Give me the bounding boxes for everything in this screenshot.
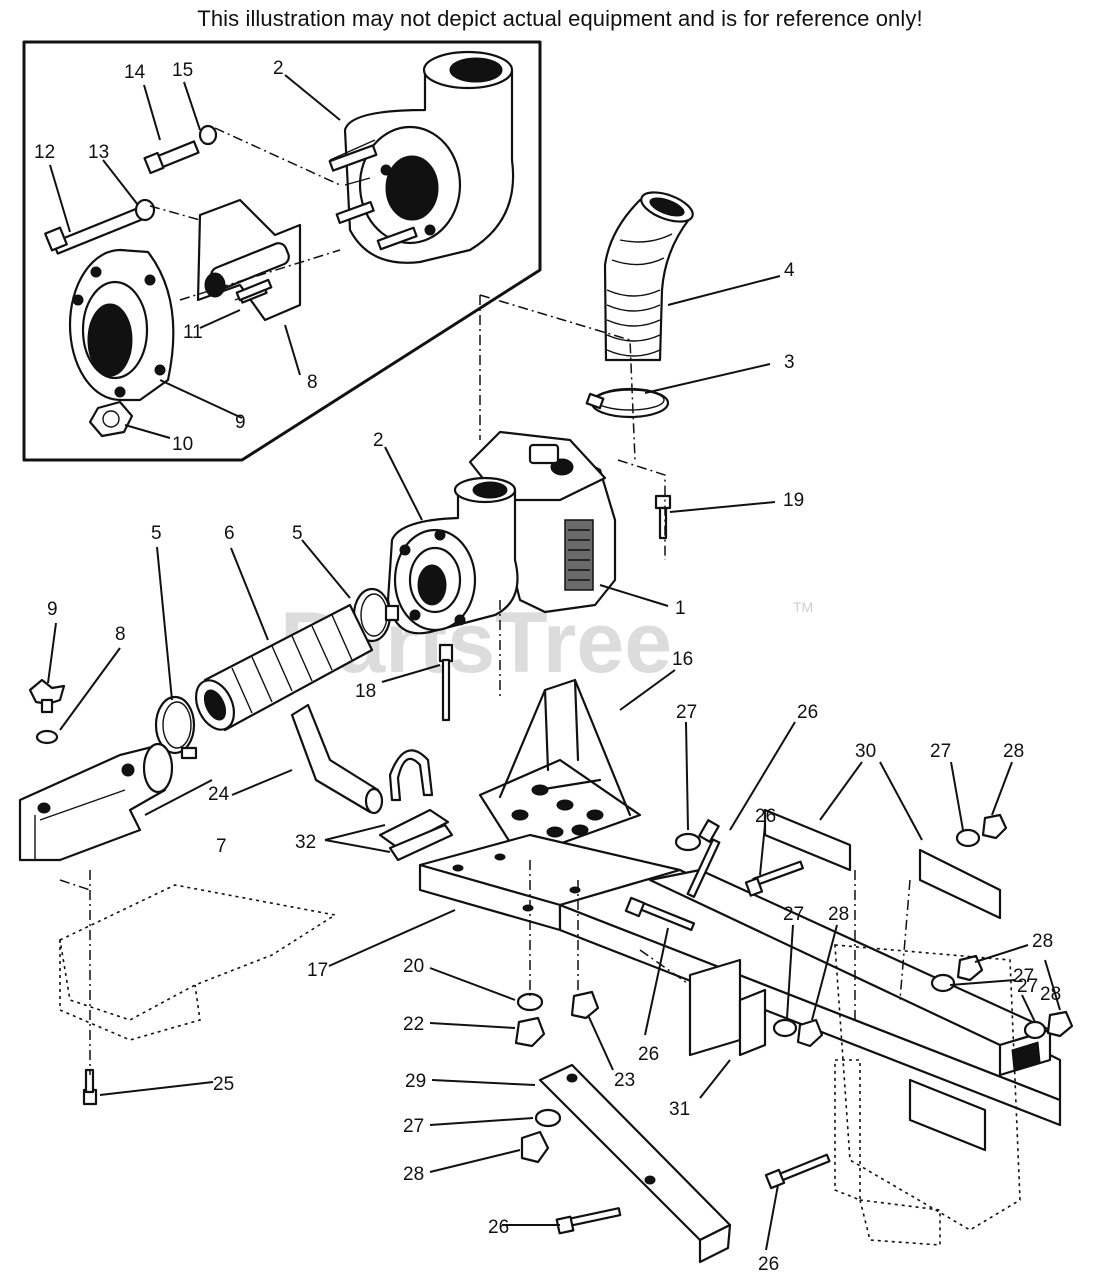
callout-28-a: 28 [1003, 741, 1024, 762]
callout-15: 13 [88, 142, 109, 163]
callout-30: 30 [855, 741, 876, 762]
tractor-outline-reference [59, 884, 1021, 1246]
inset-flange-plate [68, 248, 175, 402]
inset-blower-housing [328, 50, 515, 264]
callout-18: 16 [672, 649, 693, 670]
callout-26-c: 26 [638, 1044, 659, 1065]
callout-26-a: 26 [797, 702, 818, 723]
u-bolt [388, 749, 434, 802]
callout-10: 8 [307, 372, 318, 393]
callout-26-d: 26 [488, 1217, 509, 1238]
callout-14: 12 [34, 142, 55, 163]
callout-28-b: 28 [828, 904, 849, 925]
callout-28-c: 28 [1032, 931, 1053, 952]
plate-30-left [763, 808, 852, 872]
plate-31-inner [738, 988, 767, 1057]
hardware [82, 813, 1074, 1235]
hose-clamp-right [352, 587, 400, 643]
watermark-trademark: TM [793, 599, 813, 615]
callout-27-c: 27 [783, 904, 804, 925]
plate-rear [908, 1078, 987, 1152]
callout-2-main: 2 [373, 430, 384, 451]
callout-13: 11 [183, 322, 203, 343]
clamp-plates [378, 808, 454, 862]
engine-mount-bracket [478, 678, 642, 860]
callout-5-left: 5 [151, 523, 162, 544]
callout-27-f: 27 [403, 1116, 424, 1137]
callout-4: 4 [784, 260, 795, 281]
elbow-tube [290, 703, 380, 814]
inset-hardware [44, 124, 273, 438]
callout-23-b: 23 [614, 1070, 635, 1091]
washer [35, 729, 59, 745]
inset-detail-box [22, 40, 542, 462]
callout-8: 8 [115, 624, 126, 645]
callout-5-right: 5 [292, 523, 303, 544]
callout-27-a: 27 [676, 702, 697, 723]
callout-32: 32 [295, 832, 316, 853]
callout-16: 14 [124, 62, 146, 83]
callout-29: 29 [405, 1071, 426, 1092]
plate-30-right [918, 848, 1002, 920]
callout-7: 7 [216, 836, 227, 857]
callout-1: 1 [675, 598, 686, 619]
alignment-lines [59, 294, 911, 1075]
callout-3: 3 [784, 352, 795, 373]
callout-27-d: 27 [1013, 966, 1034, 987]
knob [28, 678, 66, 714]
bolt-20 [438, 643, 454, 722]
callout-22: 20 [403, 956, 424, 977]
callout-11: 9 [235, 412, 246, 433]
callout-26-b: 26 [755, 806, 776, 827]
callout-24: 24 [208, 784, 230, 805]
callout-17: 15 [172, 60, 193, 81]
elbow-tube-end [364, 787, 384, 815]
callout-12: 10 [172, 434, 193, 455]
inset-impeller-paddle [196, 198, 302, 322]
discharge-nozzle [18, 742, 174, 862]
callout-9: 9 [47, 599, 58, 620]
callout-6: 6 [224, 523, 235, 544]
callout-19: 17 [307, 960, 328, 981]
callout-28-e: 28 [403, 1164, 424, 1185]
callout-25: 25 [213, 1074, 234, 1095]
callout-21: 19 [783, 490, 804, 511]
hose-clamp-left [154, 695, 198, 760]
callout-2-inset: 2 [273, 58, 284, 79]
callout-31: 31 [669, 1099, 690, 1120]
intake-hose [603, 191, 694, 362]
discharge-hose [194, 603, 374, 732]
callout-27-b: 27 [930, 741, 951, 762]
callout-28-d: 28 [1040, 984, 1061, 1005]
callout-23-a: 22 [403, 1014, 424, 1035]
cross-tube [538, 1063, 732, 1264]
leader-lines [47, 74, 1061, 1251]
plate-31 [688, 958, 742, 1057]
callout-20: 18 [355, 681, 376, 702]
callout-27-e: 27 [1017, 976, 1038, 997]
callout-26-e: 26 [758, 1254, 779, 1275]
blower-housing [386, 476, 519, 635]
callout-labels: 2 14 15 12 13 11 8 9 10 4 3 2 19 1 5 6 5… [34, 58, 1061, 1275]
disclaimer-text: This illustration may not depict actual … [197, 6, 923, 31]
bolt-21 [654, 494, 672, 540]
intake-hose-clamp [585, 387, 670, 419]
